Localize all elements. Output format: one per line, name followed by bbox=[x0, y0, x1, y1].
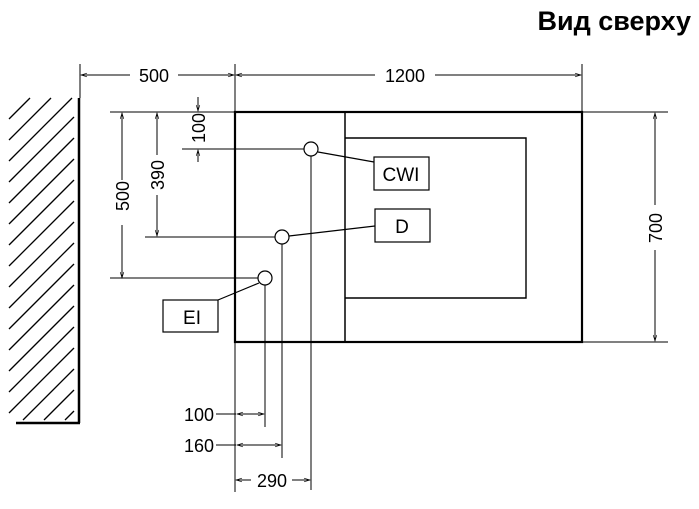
hatch-line bbox=[8, 116, 75, 183]
connection-d[interactable] bbox=[274, 208, 431, 245]
hatch-line bbox=[8, 137, 75, 204]
hatch-line bbox=[8, 179, 75, 246]
hatch-line bbox=[64, 410, 75, 421]
dim-ei-from-left: 100 bbox=[184, 405, 214, 425]
dim-ei-from-top: 500 bbox=[113, 181, 133, 211]
cwi-point-icon bbox=[303, 141, 319, 157]
bottom-dimensions bbox=[216, 155, 312, 492]
right-dimension bbox=[582, 111, 668, 343]
ei-point-icon bbox=[257, 270, 273, 286]
hatch-line bbox=[8, 347, 75, 414]
dim-cwi-from-left: 290 bbox=[257, 471, 287, 491]
dim-cwi-from-top: 100 bbox=[189, 113, 209, 143]
hatch-line bbox=[8, 221, 75, 288]
hatch-line bbox=[8, 305, 75, 372]
top-dimensions bbox=[79, 64, 583, 112]
unit-outline bbox=[233, 110, 584, 344]
hatch-line bbox=[8, 326, 75, 393]
hatch-line bbox=[8, 242, 75, 309]
dim-d-from-top: 390 bbox=[148, 160, 168, 190]
connection-cwi[interactable] bbox=[303, 141, 430, 191]
hatch-line bbox=[8, 97, 52, 141]
hatch-line bbox=[8, 158, 75, 225]
left-dimensions bbox=[110, 97, 308, 278]
hatch-line bbox=[43, 389, 75, 421]
hatch-line bbox=[8, 284, 75, 351]
hatch-line bbox=[8, 200, 75, 267]
label-cwi: CWI bbox=[383, 165, 420, 186]
dim-d-from-left: 160 bbox=[184, 436, 214, 456]
label-d: D bbox=[395, 217, 409, 238]
label-ei: EI bbox=[183, 308, 201, 329]
hatch-line bbox=[22, 368, 75, 421]
hatch-line bbox=[8, 263, 75, 330]
d-point-icon bbox=[274, 229, 290, 245]
view-title: Вид сверху bbox=[537, 6, 691, 36]
dim-wall-to-unit: 500 bbox=[139, 66, 169, 86]
connection-ei[interactable] bbox=[162, 270, 273, 333]
hatch-line bbox=[8, 97, 31, 120]
dim-unit-width: 1200 bbox=[385, 66, 425, 86]
wall-hatch bbox=[8, 97, 81, 425]
dim-unit-depth: 700 bbox=[646, 213, 666, 243]
hatch-line bbox=[8, 97, 73, 162]
